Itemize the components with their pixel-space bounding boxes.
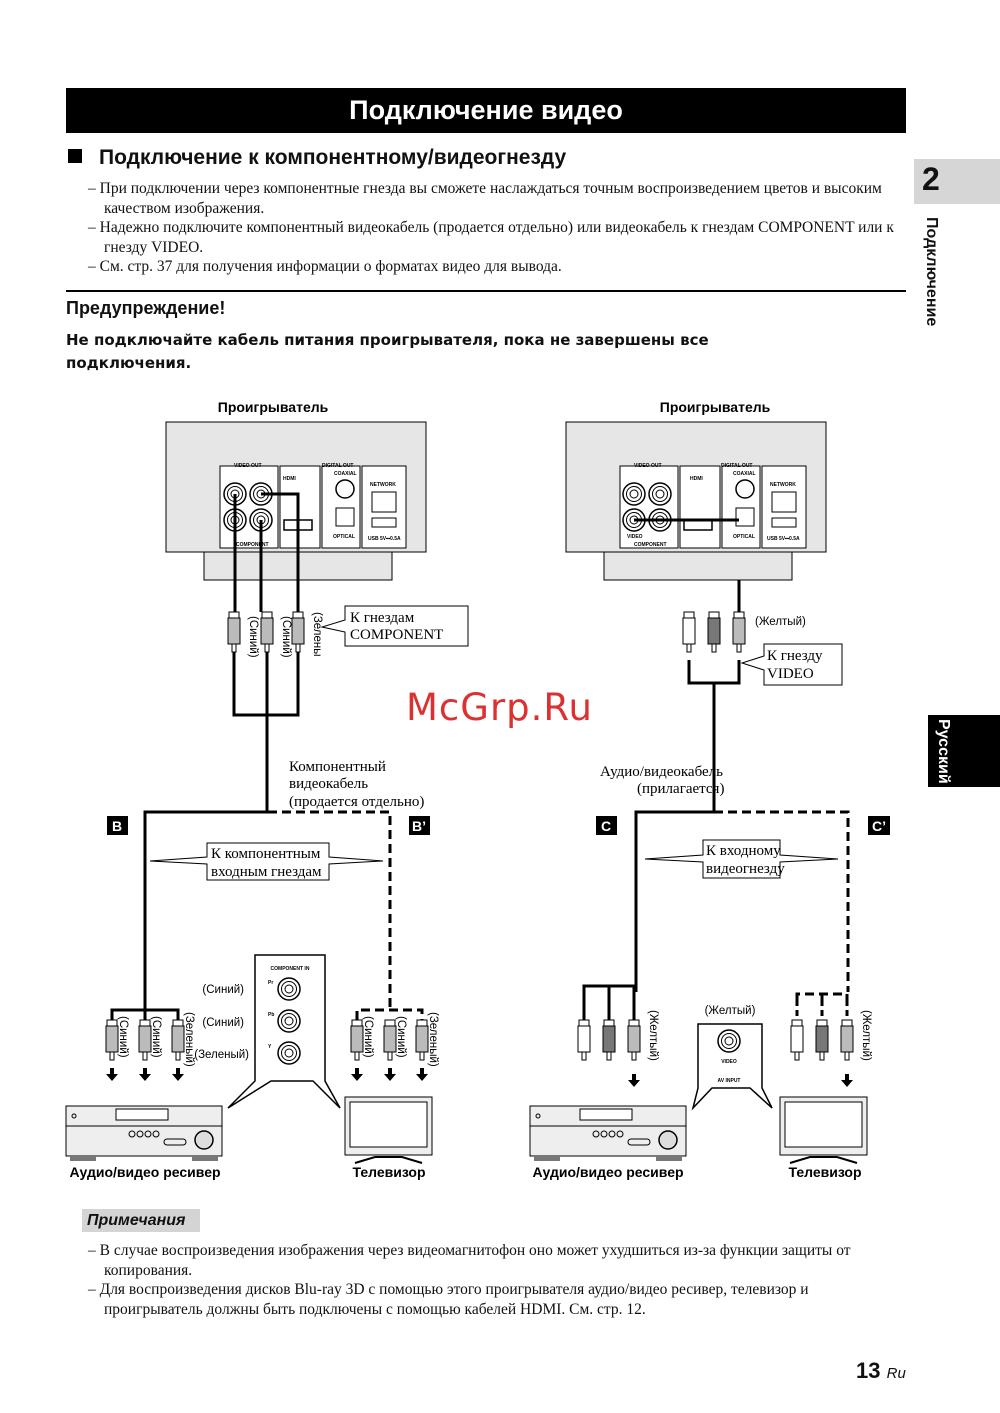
jack-color-label: (Синий) <box>202 984 244 996</box>
av-receiver-left <box>65 1105 223 1162</box>
panel-label: COMPONENT <box>236 542 269 548</box>
player-rear-panel-right <box>565 421 827 581</box>
panel-label: USB 5V⎓0.5A <box>767 536 800 542</box>
page-title: Подключение видео <box>66 88 906 133</box>
panel-label: USB 5V⎓0.5A <box>368 536 401 542</box>
cable-label: (продается отдельно) <box>289 794 424 810</box>
language-label: Русский <box>935 719 952 784</box>
callout-text: входным гнездам <box>211 864 322 880</box>
player-label-right: Проигрыватель <box>660 399 771 415</box>
panel-label: HDMI <box>690 476 703 482</box>
panel-label: VIDEO <box>627 534 643 540</box>
cable-label: (прилагается) <box>637 781 724 797</box>
panel-label: VIDEO <box>721 1059 737 1065</box>
plug-color-label: (Синий) <box>150 1016 162 1058</box>
jack-id: Pr <box>268 980 273 986</box>
plug-color-label: (Желтый) <box>647 1010 659 1061</box>
panel-label: OPTICAL <box>333 534 355 540</box>
plug-color-label: (Желтый) <box>860 1010 872 1061</box>
cable-label: Аудио/видеокабель <box>600 764 723 780</box>
callout-to-component <box>320 605 469 647</box>
badge-c-prime: C’ <box>872 818 886 834</box>
divider <box>66 290 906 292</box>
panel-label: DIGITAL OUT <box>721 463 752 469</box>
receiver-label: Аудио/видео ресивер <box>69 1164 220 1180</box>
list-item: – Для воспроизведения дисков Blu-ray 3D … <box>88 1281 809 1318</box>
jack-color-label: (Синий) <box>202 1017 244 1029</box>
jack-color-label: (Зеленый) <box>194 1049 249 1061</box>
tv-label: Телевизор <box>788 1164 861 1180</box>
callout-text: VIDEO <box>767 666 814 682</box>
player-label-left: Проигрыватель <box>218 399 329 415</box>
callout-text: К входному <box>706 843 781 859</box>
watermark: McGrp.Ru <box>406 686 593 729</box>
panel-label: COAXIAL <box>334 471 357 477</box>
plug-color-label: (Синий) <box>395 1016 407 1058</box>
chapter-tab: 2 <box>914 159 1000 204</box>
jack-color-label: (Желтый) <box>705 1005 756 1017</box>
cable-label: видеокабель <box>289 776 368 792</box>
plug-color-label: (Синий) <box>247 616 259 658</box>
callout-text: COMPONENT <box>350 627 443 643</box>
jack-id: Y <box>268 1044 272 1050</box>
panel-label: NETWORK <box>770 482 796 488</box>
section-heading: Подключение к компонентному/видеогнезду <box>68 146 566 170</box>
callout-text: К гнезду <box>767 648 823 664</box>
panel-label: COMPONENT <box>634 542 667 548</box>
callout-text: видеогнезду <box>706 861 785 877</box>
list-item: – Надежно подключите компонентный видеок… <box>88 219 894 256</box>
plug-color-label: (Зеленый) <box>183 1012 195 1067</box>
square-bullet-icon <box>68 149 82 163</box>
notes-list: – В случае воспроизведения изображения ч… <box>88 1241 908 1319</box>
warning-text: Не подключайте кабель питания проигрыват… <box>66 331 709 372</box>
callout-to-video <box>740 643 843 686</box>
plug-color-label: (Синий) <box>280 616 292 658</box>
plug-color-label: (Синий) <box>362 1016 374 1058</box>
plug-color-label: (Зелены <box>311 612 323 657</box>
badge-c: C <box>601 818 611 834</box>
page-number: 13 Ru <box>856 1358 906 1383</box>
panel-label: COAXIAL <box>733 471 756 477</box>
plug-color-label: (Синий) <box>117 1016 129 1058</box>
panel-label: VIDEO OUT <box>234 463 262 469</box>
player-rear-panel-left <box>165 421 427 581</box>
badge-b-prime: B’ <box>412 818 426 834</box>
tv-label: Телевизор <box>352 1164 425 1180</box>
receiver-label: Аудио/видео ресивер <box>532 1164 683 1180</box>
callout-text: К гнездам <box>350 610 415 626</box>
panel-label: VIDEO OUT <box>634 463 662 469</box>
jack-id: Pb <box>268 1012 274 1018</box>
chapter-number: 2 <box>922 161 940 197</box>
panel-label: HDMI <box>283 476 296 482</box>
notes-title: Примечания <box>82 1209 200 1232</box>
list-item: – При подключении через компонентные гне… <box>88 180 882 217</box>
panel-label: NETWORK <box>370 482 396 488</box>
plug-color-label: (Желтый) <box>755 616 806 628</box>
language-tab: Русский <box>928 715 1000 787</box>
plug-color-label: (Зеленый) <box>427 1012 439 1067</box>
av-input-panel <box>691 1023 773 1111</box>
tv-right <box>779 1096 868 1164</box>
tv-left <box>344 1096 433 1164</box>
panel-label: OPTICAL <box>733 534 755 540</box>
callout-component-inputs <box>149 842 384 881</box>
list-item: – См. стр. 37 для получения информации о… <box>88 258 562 275</box>
section-title: Подключение к компонентному/видеогнезду <box>99 146 567 169</box>
chapter-title: Подключение <box>923 217 940 327</box>
panel-label: COMPONENT IN <box>271 966 310 972</box>
panel-label: AV INPUT <box>718 1078 741 1084</box>
list-item: – В случае воспроизведения изображения ч… <box>88 1242 851 1279</box>
panel-label: DIGITAL OUT <box>322 463 353 469</box>
callout-video-input <box>644 839 839 879</box>
callout-text: К компонентным <box>211 846 321 862</box>
badge-b: B <box>112 818 122 834</box>
cable-label: Компонентный <box>289 759 386 775</box>
warning-title: Предупреждение! <box>66 298 226 318</box>
av-receiver-right <box>529 1105 687 1162</box>
intro-list: – При подключении через компонентные гне… <box>88 179 908 277</box>
